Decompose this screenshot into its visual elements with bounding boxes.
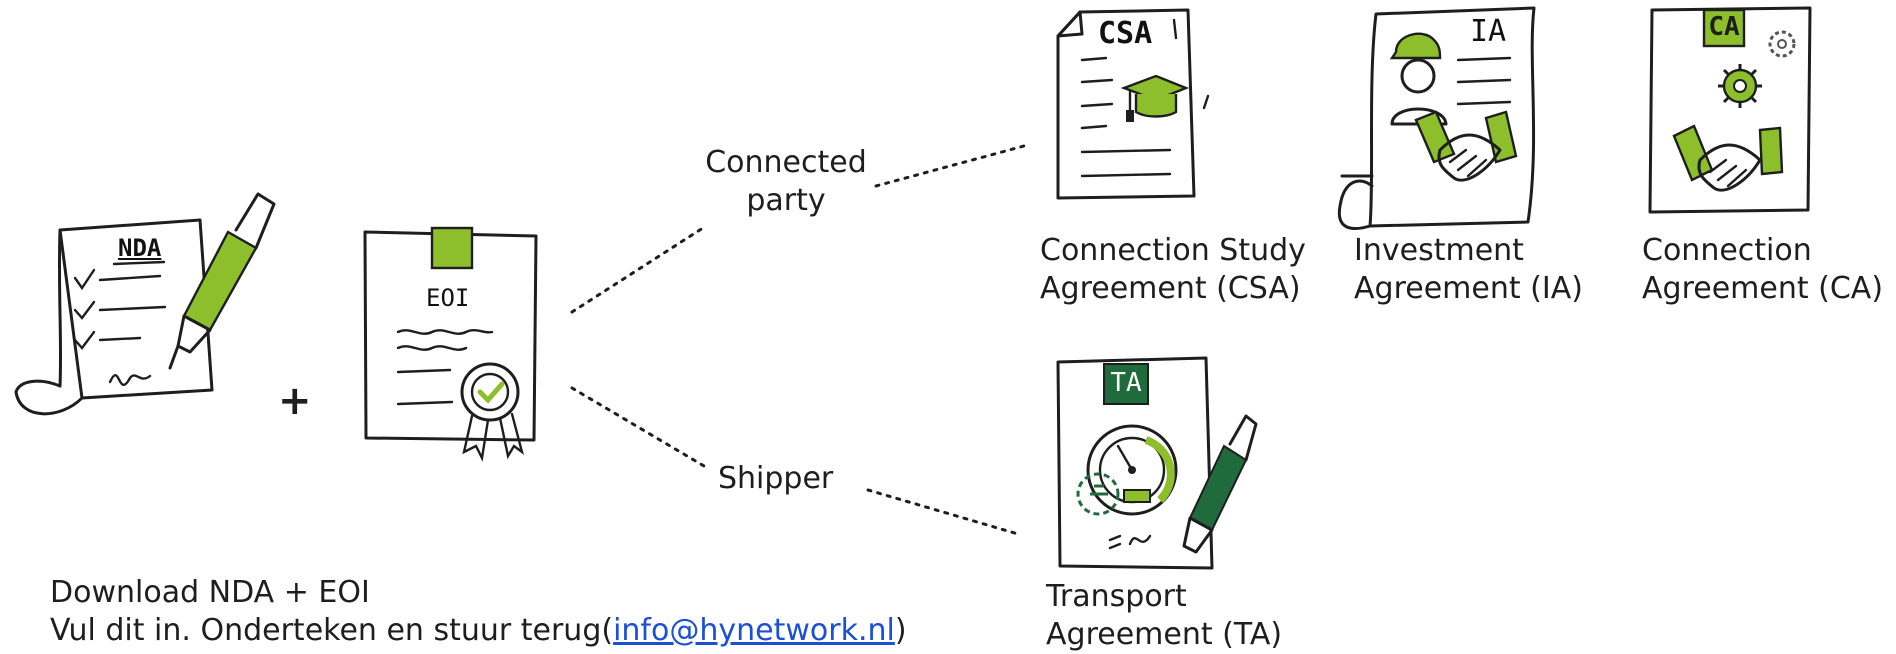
nda-tag: NDA: [118, 234, 162, 262]
connector-connected-to-csa: [874, 144, 1026, 188]
instructions-line2: Vul dit in. Onderteken en stuur terug(in…: [50, 612, 907, 650]
instructions-line1: Download NDA + EOI: [50, 575, 370, 610]
instructions-line2-suffix: ): [894, 613, 907, 648]
ta-label: Transport Agreement (TA): [1046, 578, 1282, 654]
ia-document-icon: [1337, 6, 1536, 230]
connected-party-line1: Connected: [705, 145, 867, 180]
ca-tag: CA: [1708, 12, 1740, 42]
ca-label-line2: Agreement (CA): [1642, 271, 1884, 306]
ia-tag: IA: [1470, 14, 1507, 49]
ta-tag: TA: [1110, 368, 1142, 398]
instructions: Download NDA + EOI Vul dit in. Onderteke…: [50, 574, 907, 650]
csa-label: Connection Study Agreement (CSA): [1040, 232, 1306, 308]
email-link[interactable]: info@hynetwork.nl: [613, 613, 895, 648]
csa-label-line2: Agreement (CSA): [1040, 271, 1301, 306]
csa-label-line1: Connection Study: [1040, 233, 1306, 268]
connector-eoi-to-shipper: [570, 386, 706, 468]
ia-label-line1: Investment: [1354, 233, 1524, 268]
ta-label-line2: Agreement (TA): [1046, 617, 1283, 652]
instructions-line2-prefix: Vul dit in. Onderteken en stuur terug(: [50, 613, 614, 648]
connector-eoi-to-connected: [570, 224, 708, 314]
connected-party-label: Connected party: [696, 144, 876, 220]
connected-party-line2: party: [746, 183, 826, 218]
nda-document-icon: [14, 192, 276, 416]
connector-shipper-to-ta: [866, 488, 1020, 536]
ca-label-line1: Connection: [1642, 233, 1812, 268]
ta-label-line1: Transport: [1046, 579, 1187, 614]
ca-document-icon: [1648, 6, 1812, 214]
ta-document-icon: [1056, 356, 1258, 570]
eoi-tag: EOI: [426, 284, 470, 312]
eoi-document-icon: [363, 226, 538, 462]
ia-label: Investment Agreement (IA): [1354, 232, 1583, 308]
ia-label-line2: Agreement (IA): [1354, 271, 1583, 306]
plus-sign: +: [278, 378, 312, 424]
csa-tag: CSA: [1098, 16, 1153, 51]
csa-document-icon: [1056, 8, 1210, 200]
ca-label: Connection Agreement (CA): [1642, 232, 1883, 308]
shipper-label: Shipper: [718, 461, 834, 496]
